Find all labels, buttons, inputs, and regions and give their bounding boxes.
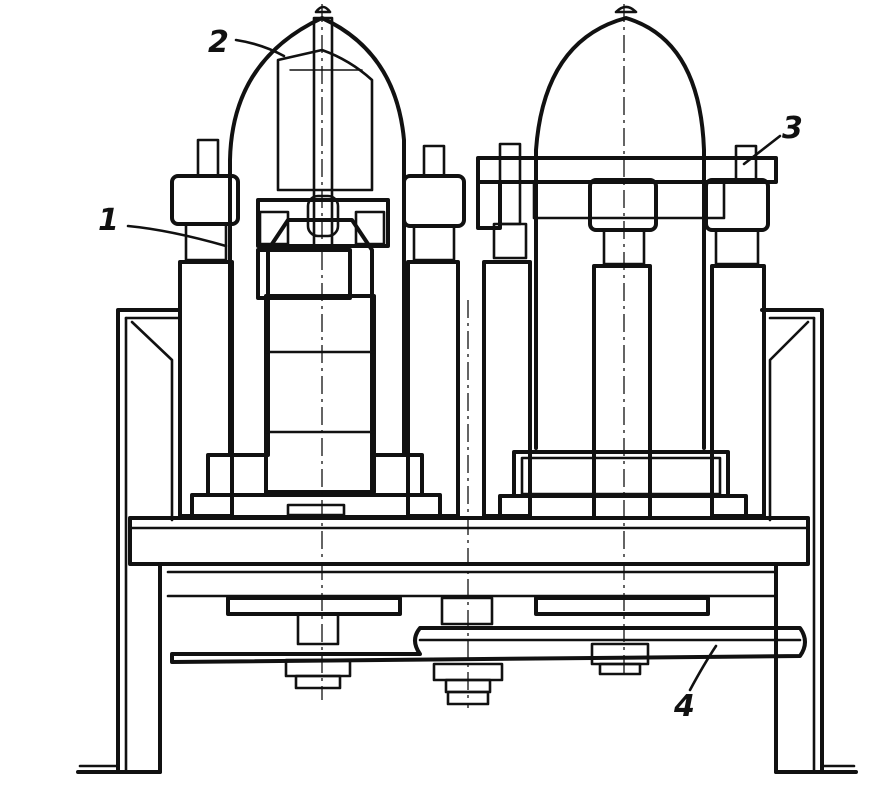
belt-drive <box>170 596 807 706</box>
callout-4: 4 <box>673 689 695 724</box>
column-a <box>170 138 240 518</box>
column-e <box>704 144 770 518</box>
cross-bar <box>476 156 778 230</box>
left-press-unit <box>190 5 442 519</box>
column-c <box>482 142 532 518</box>
callout-3: 3 <box>782 111 803 146</box>
leader-lines <box>126 38 782 692</box>
column-b <box>402 144 466 518</box>
right-press-unit <box>498 5 748 520</box>
callout-1: 1 <box>98 203 119 238</box>
guide-columns <box>170 138 770 520</box>
center-lines <box>321 4 625 708</box>
column-d <box>588 178 658 520</box>
callout-2: 2 <box>208 25 229 60</box>
base-frame <box>76 308 858 774</box>
